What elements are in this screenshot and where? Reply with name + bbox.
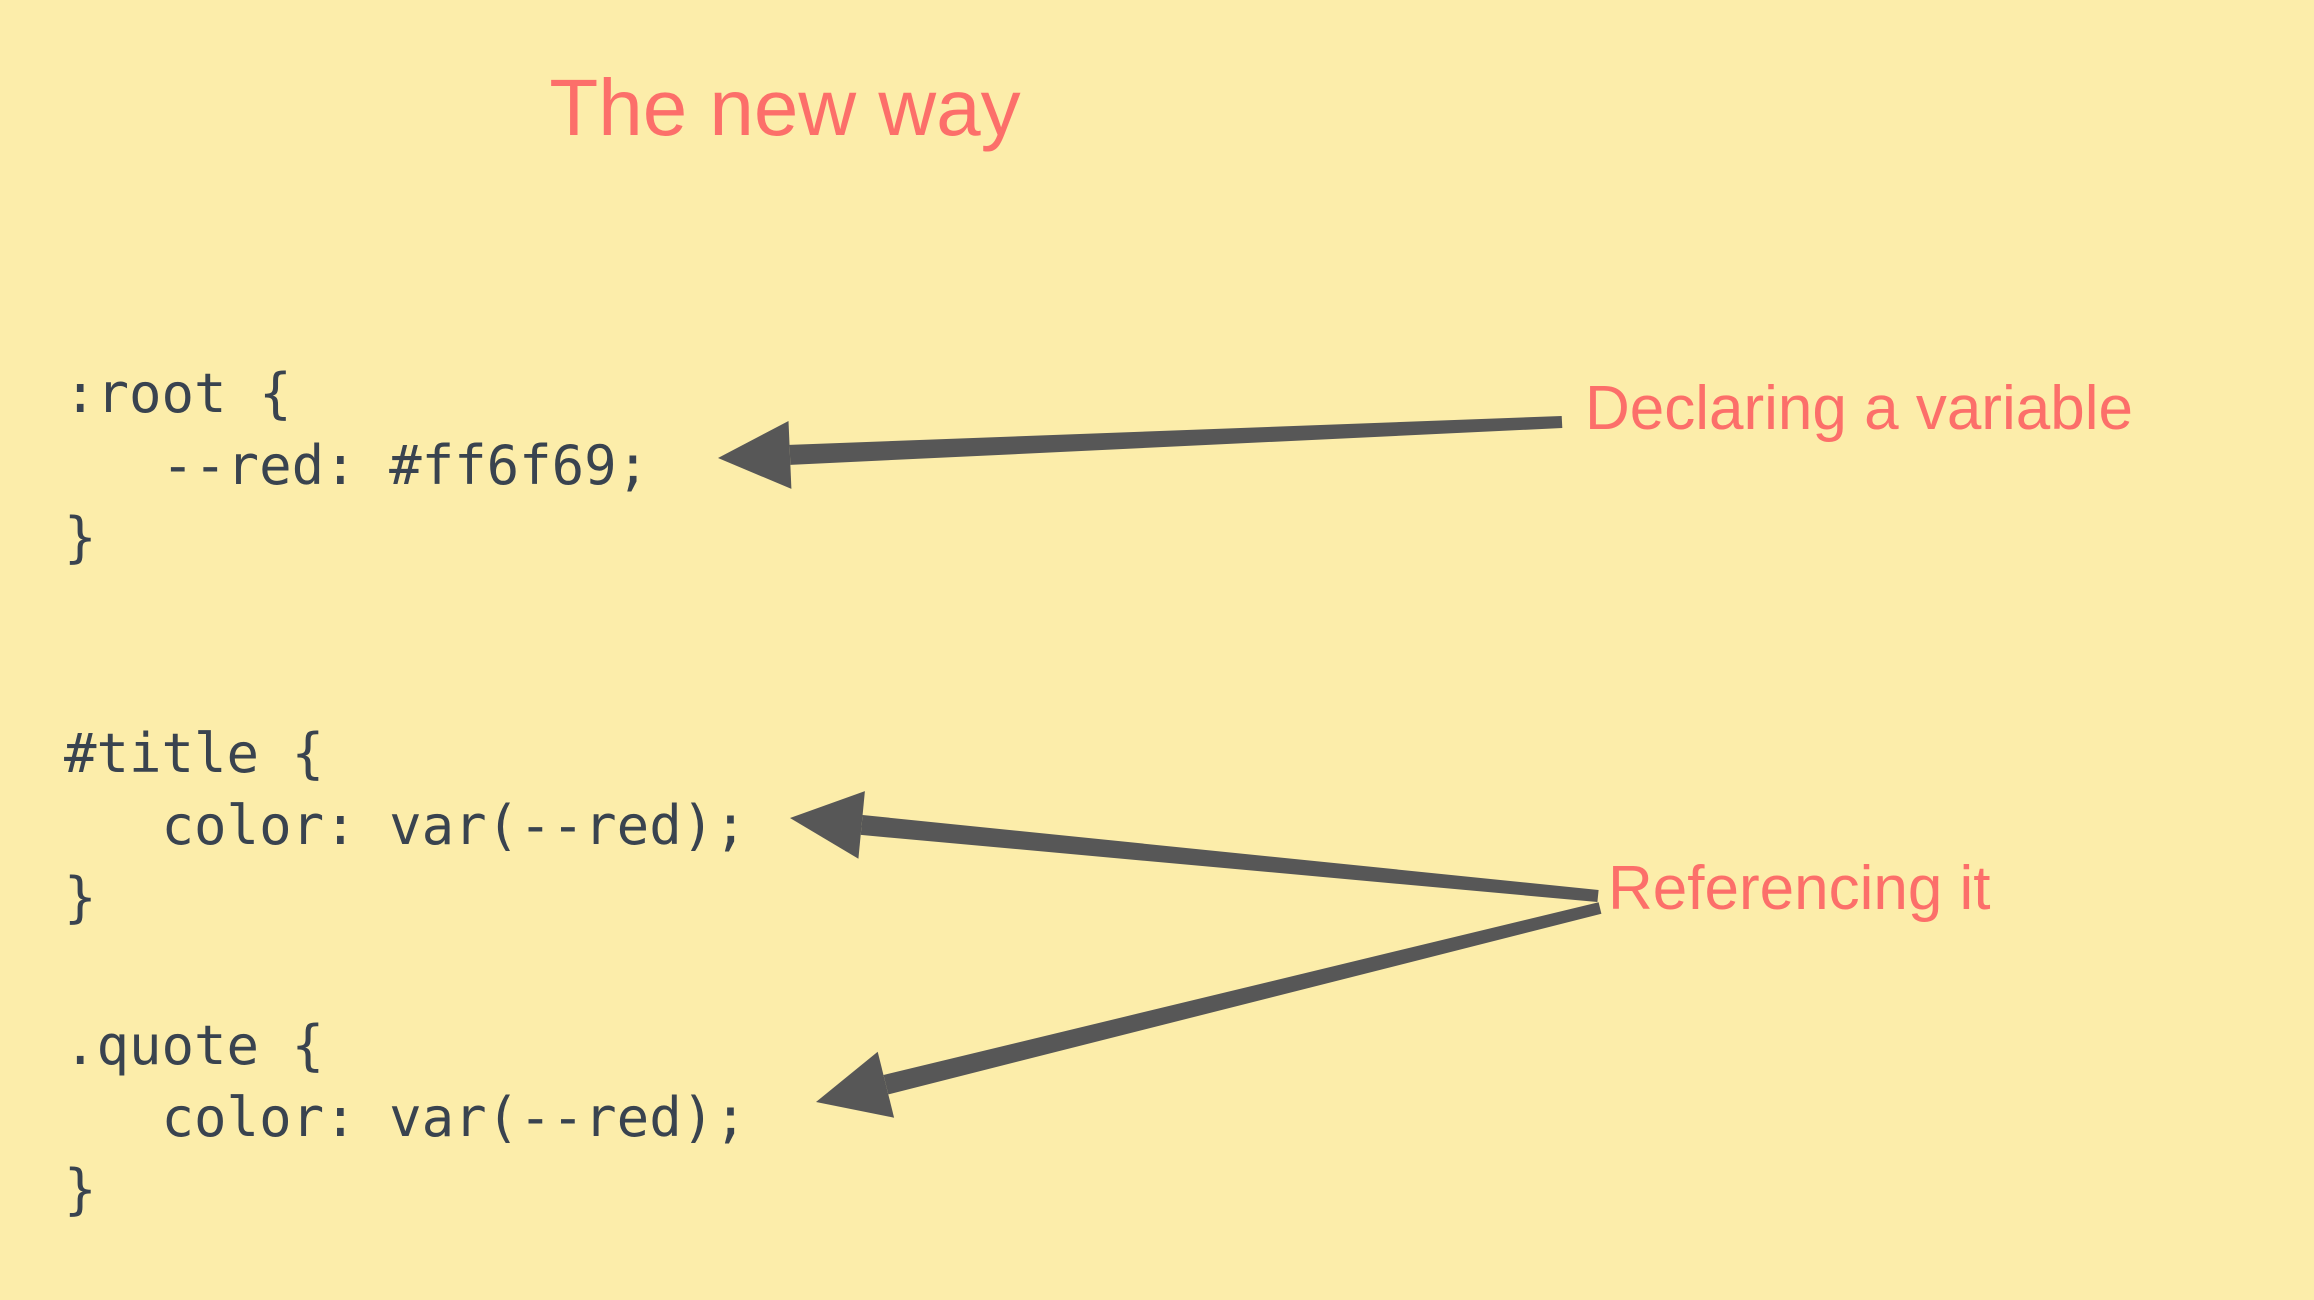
- arrow-to-declaration-head: [718, 421, 792, 489]
- annotation-declaring-a-variable: Declaring a variable: [1585, 374, 2133, 443]
- page-title: The new way: [549, 63, 1021, 152]
- arrow-to-declaration-shaft: [789, 416, 1563, 465]
- code-block-quote-rule: .quote { color: var(--red); }: [64, 1014, 747, 1221]
- arrow-to-title-reference-head: [790, 791, 865, 859]
- code-block-title-rule: #title { color: var(--red); }: [64, 722, 747, 929]
- arrow-to-title-reference-shaft: [860, 815, 1599, 902]
- code-block-root-rule: :root { --red: #ff6f69; }: [64, 362, 650, 569]
- arrow-to-quote-reference-head: [816, 1051, 895, 1118]
- annotation-referencing-it: Referencing it: [1608, 854, 1991, 923]
- arrow-to-quote-reference-shaft: [883, 902, 1602, 1095]
